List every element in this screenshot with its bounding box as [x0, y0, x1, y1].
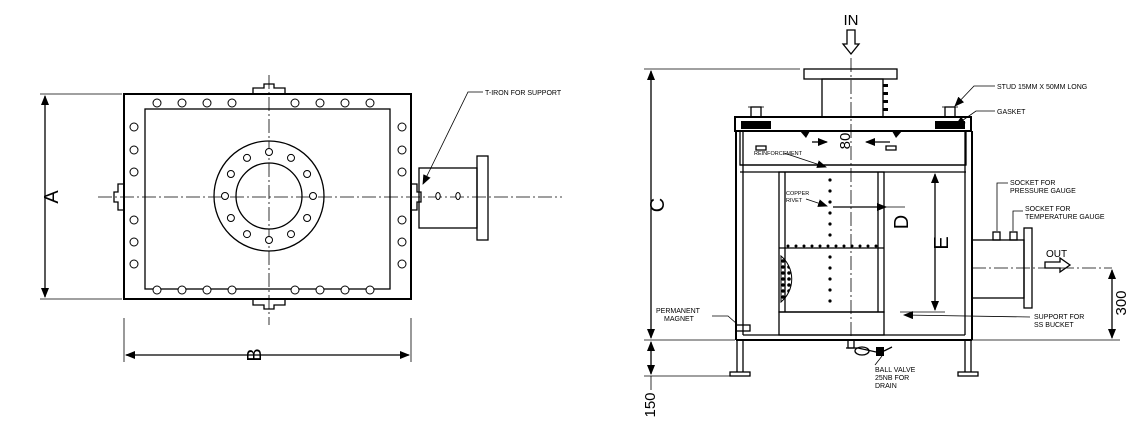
dimension-300-label: 300 [1113, 290, 1130, 315]
elevation-view: IN [642, 12, 1130, 418]
t-iron-leader [422, 91, 483, 185]
reinforcement-label: REINFORCEMENT [754, 151, 803, 157]
outer-frame [123, 93, 412, 300]
stud-label: STUD 15MM X 50MM LONG [997, 84, 1087, 91]
flange-outer [213, 140, 325, 252]
clamp-right [885, 145, 897, 151]
dimension-d-label: D [891, 215, 913, 229]
inlet-arrow-icon [841, 29, 861, 56]
temperature-socket [1009, 231, 1018, 241]
outlet-pipe [971, 239, 1025, 299]
copper-rivet-label-2: RIVET [786, 198, 803, 204]
pressure-socket [992, 231, 1001, 241]
gasket-wedge-left [800, 131, 810, 138]
t-iron-label: T-IRON FOR SUPPORT [485, 90, 562, 97]
valve-label-1: BALL VALVE [875, 367, 916, 374]
clamp-left [755, 145, 767, 151]
valve-label-2: 25NB FOR [875, 375, 909, 382]
t-iron-left [113, 183, 124, 211]
magnet-label-1: PERMANENT [656, 308, 701, 315]
flange-bore [235, 162, 303, 230]
dimension-80-label: 80 [837, 133, 854, 150]
inlet-flange [803, 68, 898, 80]
dimension-a-label: A [41, 190, 63, 204]
temperature-socket-label-1: SOCKET FOR [1025, 206, 1070, 213]
inlet-label: IN [844, 12, 859, 29]
dimension-b-label: B [244, 348, 266, 361]
t-iron-top [252, 83, 286, 94]
perforated-screen [780, 254, 793, 304]
temperature-socket-label-2: TEMPERATURE GAUGE [1025, 214, 1105, 221]
stud-right [935, 106, 965, 129]
outlet-label: OUT [1046, 249, 1067, 260]
plan-view: A B T-IRON FOR SUPPORT [40, 75, 562, 362]
permanent-magnet [735, 324, 751, 332]
outlet-arrow-icon [1044, 256, 1072, 274]
stud-left [741, 106, 771, 129]
inlet-pipe [821, 78, 884, 118]
outlet-flange [476, 155, 489, 241]
t-iron-bottom [252, 299, 286, 310]
dimension-e-label: E [931, 236, 953, 249]
rivet-row-vertical [828, 178, 832, 303]
rivet-row-horizontal [786, 244, 878, 248]
basket-support [778, 311, 885, 336]
magnet-label-2: MAGNET [664, 316, 695, 323]
support-label-2: SS BUCKET [1034, 322, 1074, 329]
pressure-socket-label-2: PRESSURE GAUGE [1010, 188, 1076, 195]
ball-valve [846, 339, 893, 356]
inner-frame [144, 108, 391, 290]
outlet-pipe [418, 167, 478, 229]
t-iron-right [411, 183, 422, 211]
pressure-socket-label-1: SOCKET FOR [1010, 180, 1055, 187]
dimension-c-label: C [647, 198, 669, 212]
gasket-wedge-right [892, 131, 902, 138]
valve-label-3: DRAIN [875, 383, 897, 390]
legs [729, 340, 979, 377]
frame-bolt-holes [129, 98, 407, 295]
gasket-label: GASKET [997, 109, 1026, 116]
support-label-1: SUPPORT FOR [1034, 314, 1084, 321]
inlet-tabs [883, 84, 888, 111]
copper-rivet-label-1: COPPER [786, 191, 809, 197]
flange-bolt-holes [221, 148, 317, 244]
dimension-150-label: 150 [642, 392, 659, 417]
